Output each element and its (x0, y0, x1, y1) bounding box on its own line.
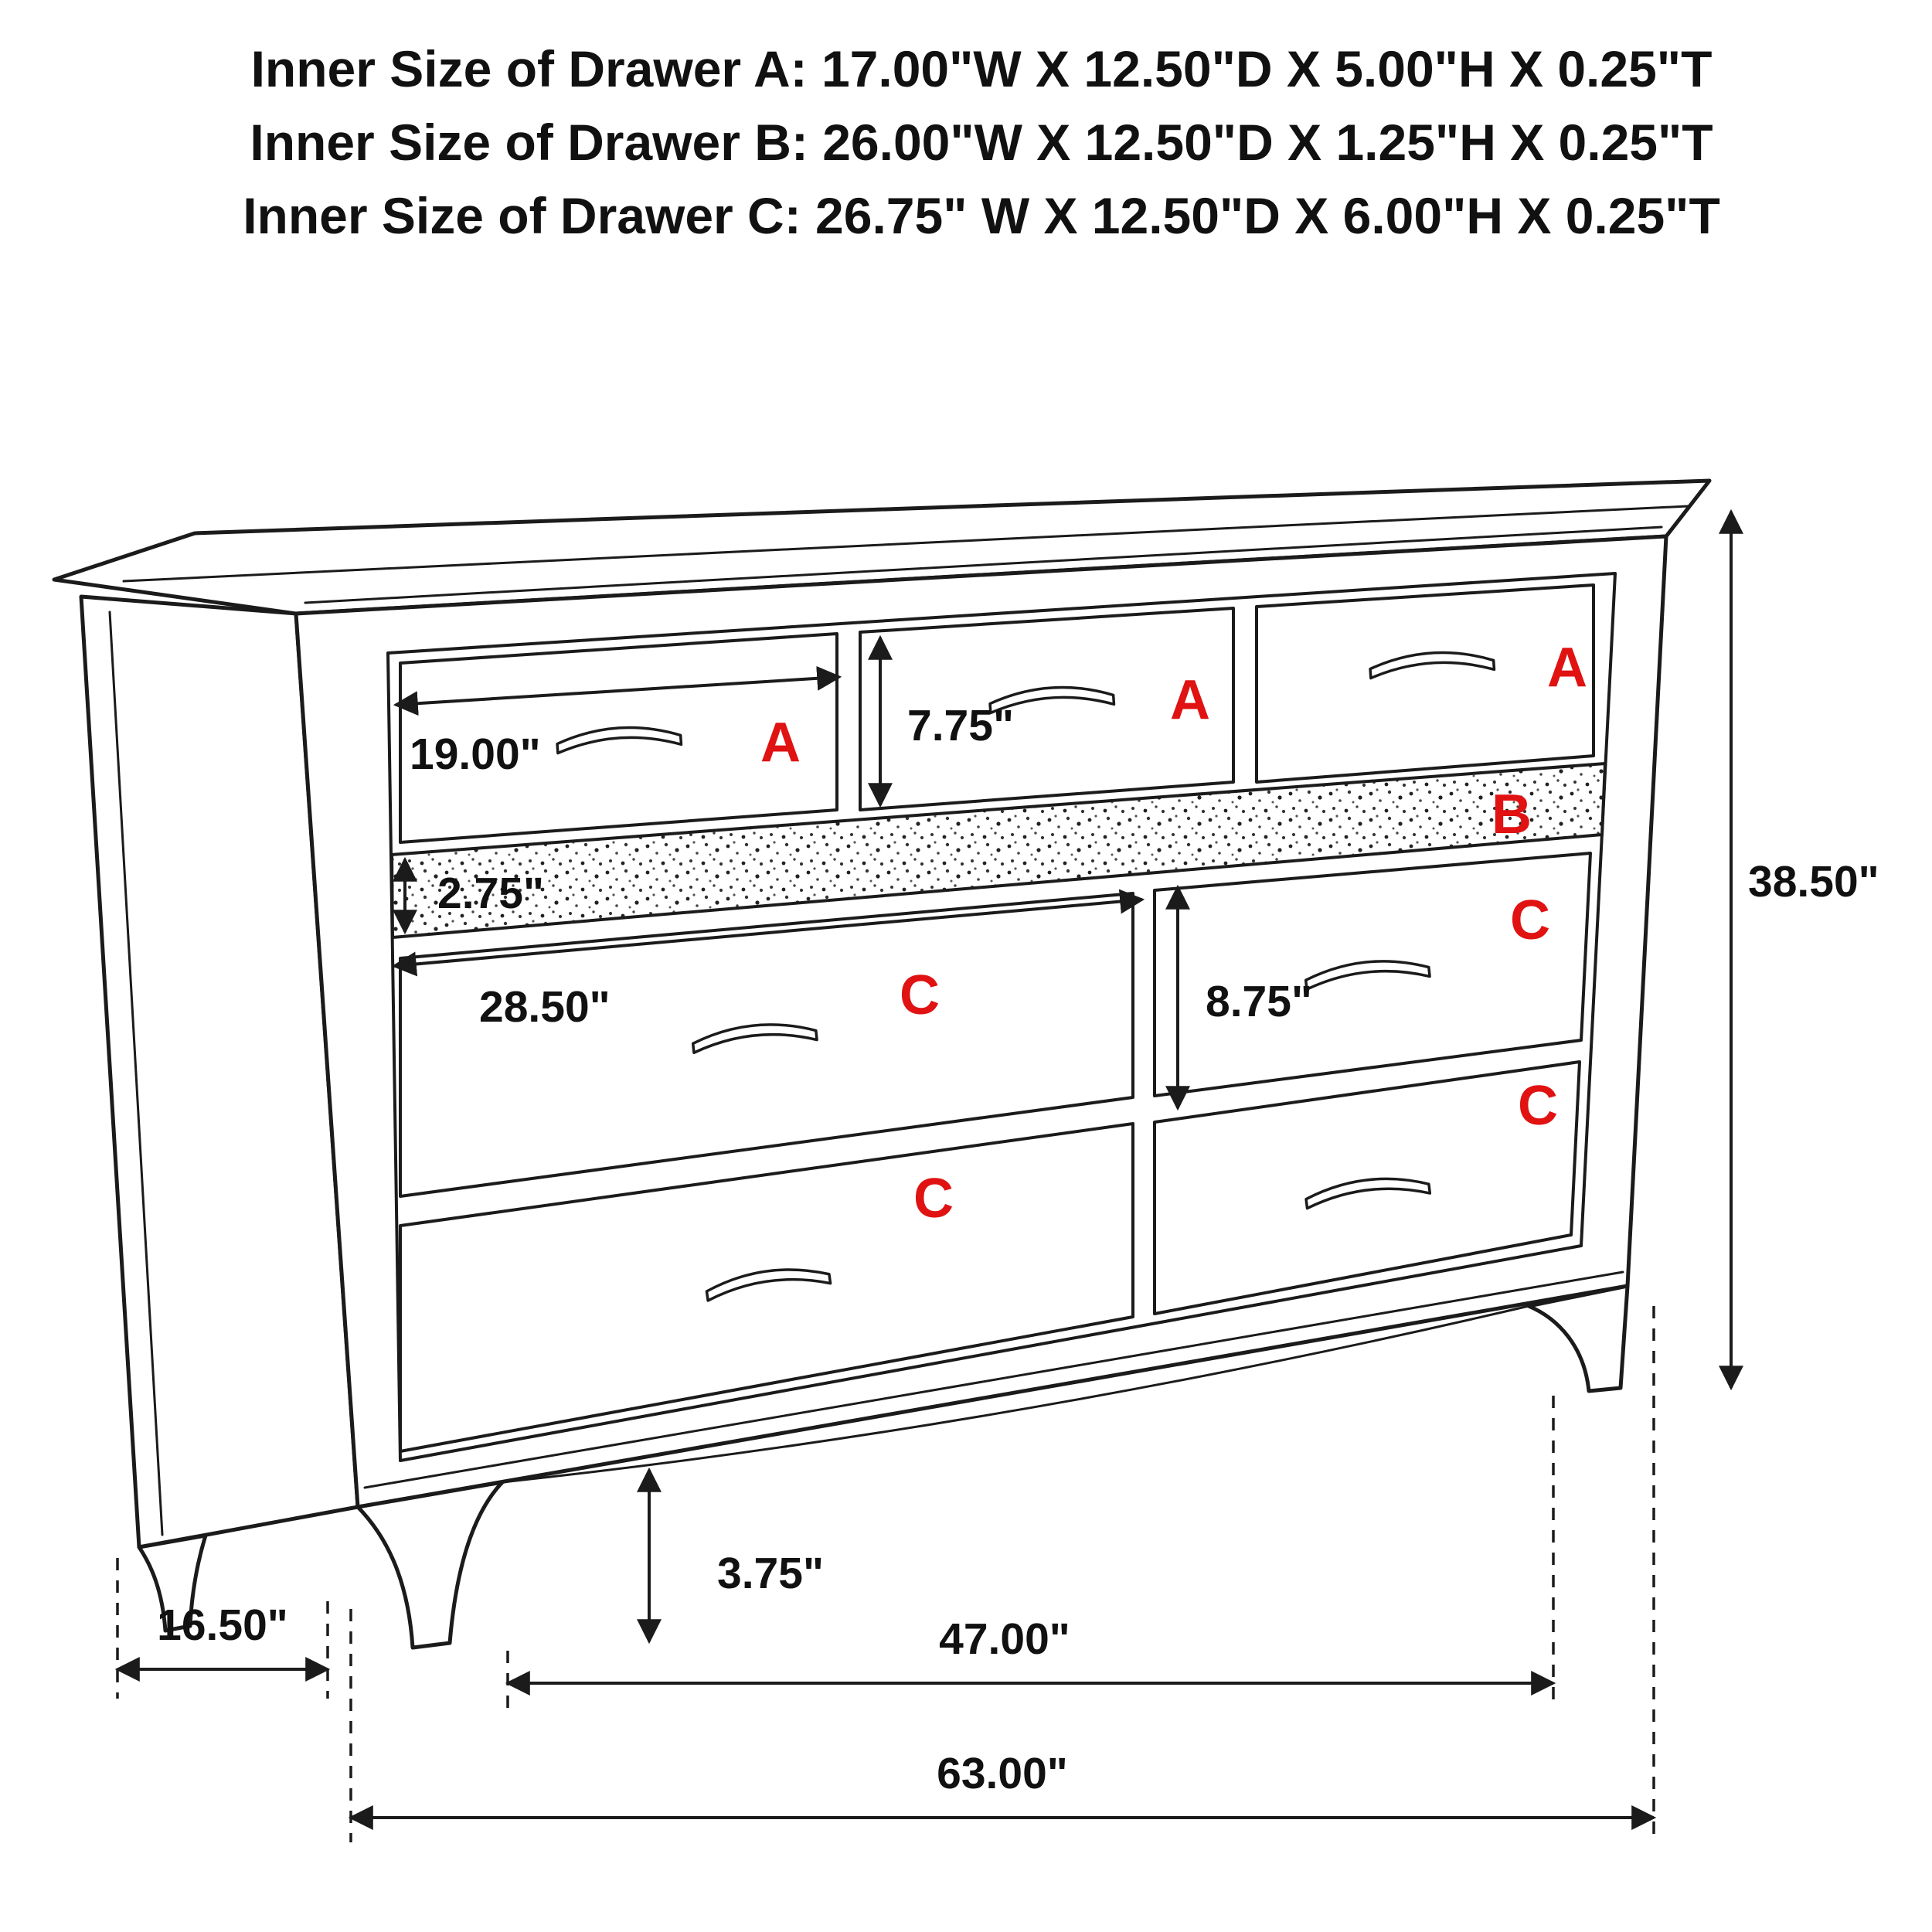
drawer-label-c-left-top: C (900, 964, 940, 1026)
dimension-label: 38.50" (1748, 857, 1879, 906)
dimension-label: 28.50" (479, 982, 611, 1032)
drawer-a2-front (859, 607, 1235, 811)
drawer-c-right-top-front (1153, 852, 1592, 1097)
drawer-label-a1: A (760, 712, 801, 774)
dimension-label: 63.00" (937, 1749, 1068, 1798)
dim-leg-span: 47.00" (505, 1396, 1556, 1709)
plinth-line (363, 1270, 1624, 1489)
header-line-2: Inner Size of Drawer B: 26.00"W X 12.50"… (250, 114, 1713, 171)
front-right-foot (1526, 1284, 1630, 1393)
drawer-label-c-right-top: C (1510, 889, 1550, 951)
side-panel-bead-line (108, 611, 164, 1536)
dimension-label: 8.75" (1206, 977, 1312, 1026)
drawer-a3-front (1255, 583, 1595, 784)
dim-total-height: 38.50" (1719, 509, 1879, 1391)
dimension-label: 2.75" (437, 869, 544, 918)
header-line-3: Inner Size of Drawer C: 26.75" W X 12.50… (243, 187, 1720, 244)
dimension-label: 3.75" (717, 1549, 824, 1598)
drawer-label-a3: A (1547, 637, 1587, 699)
dim-side-depth: 16.50" (114, 1558, 331, 1699)
dimension-arrow (391, 889, 1145, 977)
dim-top-row-height: 7.75" (868, 634, 1014, 808)
header-text: Inner Size of Drawer A: 17.00"W X 12.50"… (243, 40, 1720, 244)
drawer-a1-handle (556, 726, 683, 755)
apron-curve (501, 1304, 1530, 1484)
drawer-c-right-top-handle (1304, 960, 1431, 991)
drawer-label-b: B (1492, 784, 1532, 845)
drawer-label-c-right-bottom: C (1518, 1075, 1558, 1137)
dimension-label: 19.00" (410, 730, 541, 779)
drawer-a2-handle (988, 685, 1116, 715)
drawer-a3-handle (1369, 651, 1496, 680)
side-back-foot (137, 1533, 208, 1633)
drawer-label-c-left-bottom: C (913, 1168, 954, 1230)
top-slab-edge-line (304, 526, 1663, 604)
dimension-annotations: 19.00" 7.75" 2.75" 28.50" 8.75" 38.50" (114, 509, 1879, 1842)
drawer-c-right-bottom-handle (1304, 1177, 1432, 1210)
top-slab-bevel-line (122, 505, 1689, 583)
dimension-arrow (393, 665, 842, 716)
dimension-label: 7.75" (907, 701, 1014, 750)
front-left-foot (355, 1480, 505, 1650)
top-slab (52, 478, 1712, 616)
dim-drawer-a-width: 19.00" (393, 665, 842, 779)
drawer-label-a2: A (1170, 669, 1210, 731)
dim-total-width: 63.00" (348, 1306, 1657, 1842)
dim-c-drawer-height: 8.75" (1165, 884, 1312, 1111)
dimension-label: 16.50" (157, 1600, 288, 1650)
drawer-c-left-bottom-handle (705, 1268, 832, 1302)
drawer-frame (386, 572, 1617, 1462)
header-line-1: Inner Size of Drawer A: 17.00"W X 12.50"… (251, 40, 1713, 97)
dimension-label: 47.00" (939, 1614, 1070, 1664)
drawer-c-left-bottom-front (399, 1122, 1134, 1453)
dim-foot-height: 3.75" (637, 1467, 824, 1645)
dim-c-drawer-width: 28.50" (391, 889, 1145, 1032)
drawer-c-left-top-handle (691, 1023, 818, 1054)
